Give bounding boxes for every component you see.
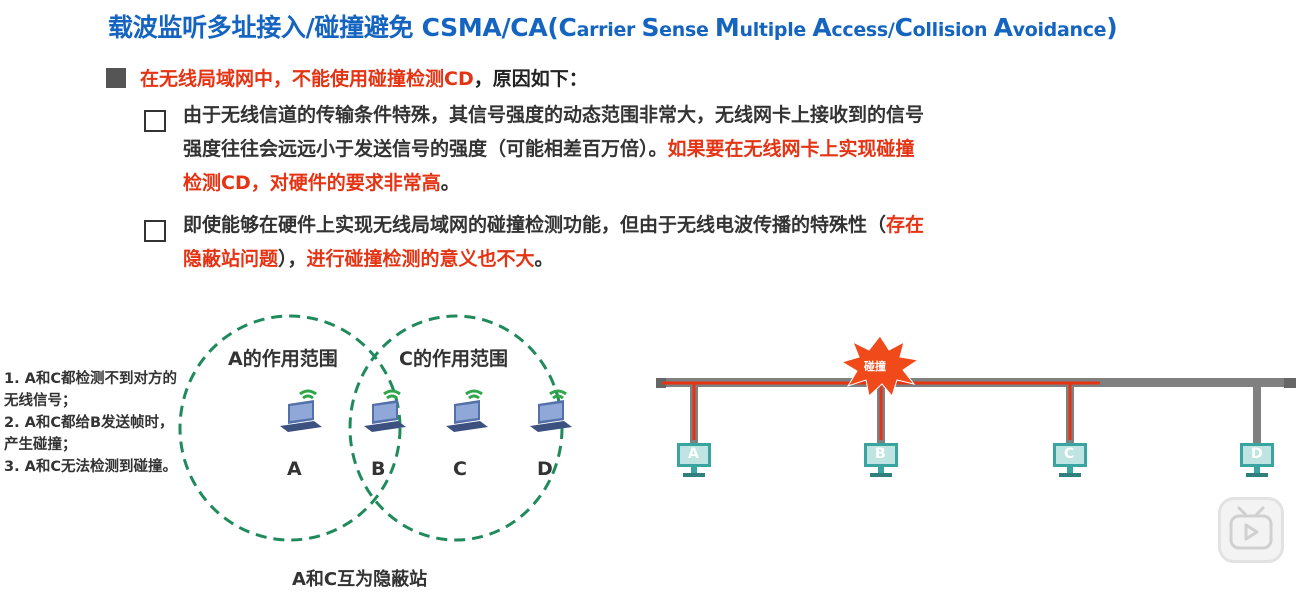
- station-label-c: C: [1064, 446, 1075, 462]
- node-label-a: A: [287, 458, 302, 480]
- computer-icon: [1053, 443, 1087, 477]
- page-title: 载波监听多址接入/碰撞避免 CSMA/CA(Carrier Sense Mult…: [108, 13, 1118, 42]
- station-label-d: D: [1251, 446, 1263, 462]
- hidden-station-notes: 1. A和C都检测不到对方的无线信号； 2. A和C都给B发送帧时，产生碰撞； …: [4, 371, 178, 475]
- range-label-c: C的作用范围: [399, 348, 508, 370]
- laptop-icon: [530, 389, 572, 432]
- computer-icon: [864, 443, 898, 477]
- range-circle-a: [178, 314, 402, 542]
- laptop-icon: [364, 389, 406, 432]
- reason-paragraph-2: 即使能够在硬件上实现无线局域网的碰撞检测功能，但由于无线电波传播的特殊性（存在 …: [183, 214, 925, 270]
- station-label-a: A: [688, 446, 699, 462]
- range-label-a: A的作用范围: [228, 348, 338, 370]
- station-label-b: B: [875, 446, 886, 462]
- checkbox-icon: [144, 220, 166, 242]
- bullet-square-icon: [106, 68, 126, 88]
- video-play-logo-icon[interactable]: [1218, 497, 1284, 563]
- laptop-icon: [280, 389, 322, 432]
- reason-paragraph-1: 由于无线信道的传输条件特殊，其信号强度的动态范围非常大，无线网卡上接收到的信号 …: [183, 104, 925, 194]
- computer-icon: [1240, 443, 1274, 477]
- node-label-c: C: [453, 458, 467, 480]
- collision-burst-icon: [840, 335, 920, 398]
- computer-icon: [677, 443, 711, 477]
- main-bullet: 在无线局域网中，不能使用碰撞检测CD，原因如下：: [106, 64, 588, 91]
- collision-label: 碰撞: [864, 360, 886, 373]
- laptop-icon: [446, 389, 488, 432]
- hidden-station-caption: A和C互为隐蔽站: [292, 569, 428, 590]
- node-label-d: D: [537, 458, 553, 480]
- checkbox-icon: [144, 110, 166, 132]
- node-label-b: B: [371, 458, 386, 480]
